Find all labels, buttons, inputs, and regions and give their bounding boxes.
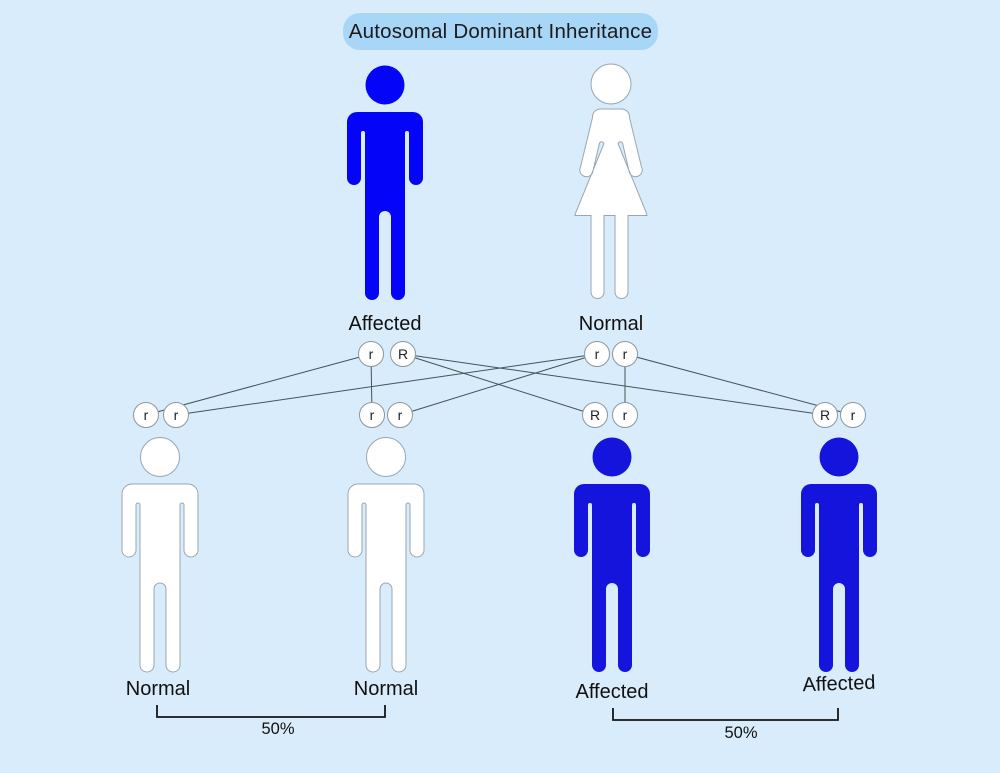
normal-probability-label: 50%	[261, 720, 295, 738]
mother-allele-r1: r	[584, 341, 610, 367]
child1-allele-1: r	[133, 402, 159, 428]
bracket-affected-children	[612, 708, 839, 721]
child2-normal-figure	[347, 437, 425, 673]
inheritance-lines	[145, 353, 854, 416]
mother-allele-r2: r	[612, 341, 638, 367]
child4-affected-figure	[801, 437, 877, 672]
child4-allele-2: r	[840, 402, 866, 428]
child1-normal-figure	[121, 437, 199, 673]
father-allele-r: r	[358, 341, 384, 367]
affected-probability-label: 50%	[724, 724, 758, 742]
child3-allele-1: R	[582, 402, 608, 428]
child1-label: Normal	[125, 678, 191, 700]
diagram-title: Autosomal Dominant Inheritance	[343, 13, 658, 50]
child4-allele-1: R	[812, 402, 838, 428]
child2-allele-1: r	[359, 402, 385, 428]
mother-label: Normal	[578, 313, 644, 335]
child3-affected-figure	[574, 437, 650, 672]
father-affected-figure	[347, 65, 423, 300]
child2-label: Normal	[353, 678, 419, 700]
child3-label: Affected	[575, 681, 649, 703]
mother-normal-figure	[574, 63, 648, 299]
child3-allele-2: r	[612, 402, 638, 428]
line-mother-r1-child2	[399, 353, 598, 416]
child4-label: Affected	[802, 671, 876, 697]
father-allele-R: R	[390, 341, 416, 367]
line-father-R-child4	[402, 353, 826, 416]
father-label: Affected	[348, 313, 422, 335]
child2-allele-2: r	[387, 402, 413, 428]
line-mother-r1-child1	[175, 353, 598, 416]
bracket-normal-children	[156, 705, 386, 718]
child1-allele-2: r	[163, 402, 189, 428]
